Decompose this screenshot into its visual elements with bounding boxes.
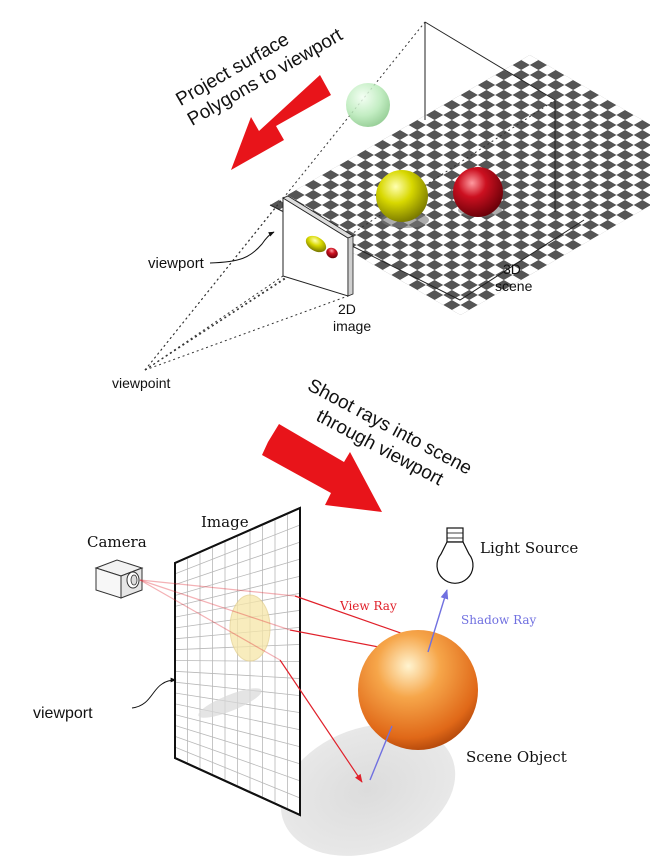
projection-caption: Project surface Polygons to viewport bbox=[173, 24, 347, 130]
scene-box bbox=[424, 21, 556, 212]
scene-label-line2: scene bbox=[495, 278, 533, 294]
viewport-callout bbox=[209, 231, 275, 264]
green-sphere bbox=[346, 83, 390, 127]
bottom-viewport-label: viewport bbox=[33, 705, 93, 722]
yellow-sphere bbox=[376, 170, 428, 222]
camera-label: Camera bbox=[87, 533, 147, 551]
red-sphere bbox=[453, 167, 503, 217]
rasterization-diagram: Project surface Polygons to viewport vie… bbox=[112, 21, 650, 391]
shadow-ray-label: Shadow Ray bbox=[461, 613, 537, 627]
projection-arrow bbox=[231, 75, 331, 170]
view-rays bbox=[139, 579, 416, 783]
raytrace-arrow bbox=[262, 424, 382, 512]
image-grid bbox=[174, 506, 301, 817]
scene-sphere bbox=[358, 630, 478, 750]
image-label-line1: 2D bbox=[338, 301, 356, 317]
image-label: Image bbox=[201, 513, 249, 531]
image-plane-side-edge bbox=[347, 235, 354, 297]
projected-shadow bbox=[198, 688, 262, 718]
camera-icon bbox=[94, 559, 144, 599]
bottom-viewport-callout bbox=[131, 677, 177, 709]
scene-label-line1: 3D bbox=[503, 261, 521, 277]
light-source-label: Light Source bbox=[480, 539, 578, 557]
ground-shadow bbox=[280, 724, 456, 856]
projected-yellow-sphere bbox=[305, 235, 327, 253]
shadow-ray-up bbox=[427, 589, 449, 653]
top-viewport-label: viewport bbox=[148, 255, 205, 272]
image-label-line2: image bbox=[333, 318, 371, 334]
light-bulb-icon bbox=[436, 527, 474, 584]
projected-red-sphere bbox=[326, 247, 338, 259]
shadow-ray-ground bbox=[369, 725, 393, 781]
projected-sphere bbox=[229, 594, 271, 662]
view-ray-label: View Ray bbox=[339, 599, 397, 613]
scene-object-label: Scene Object bbox=[466, 748, 567, 766]
viewpoint-label: viewpoint bbox=[112, 375, 170, 391]
ray-tracing-diagram: Shoot rays into scene through viewport bbox=[33, 375, 578, 856]
